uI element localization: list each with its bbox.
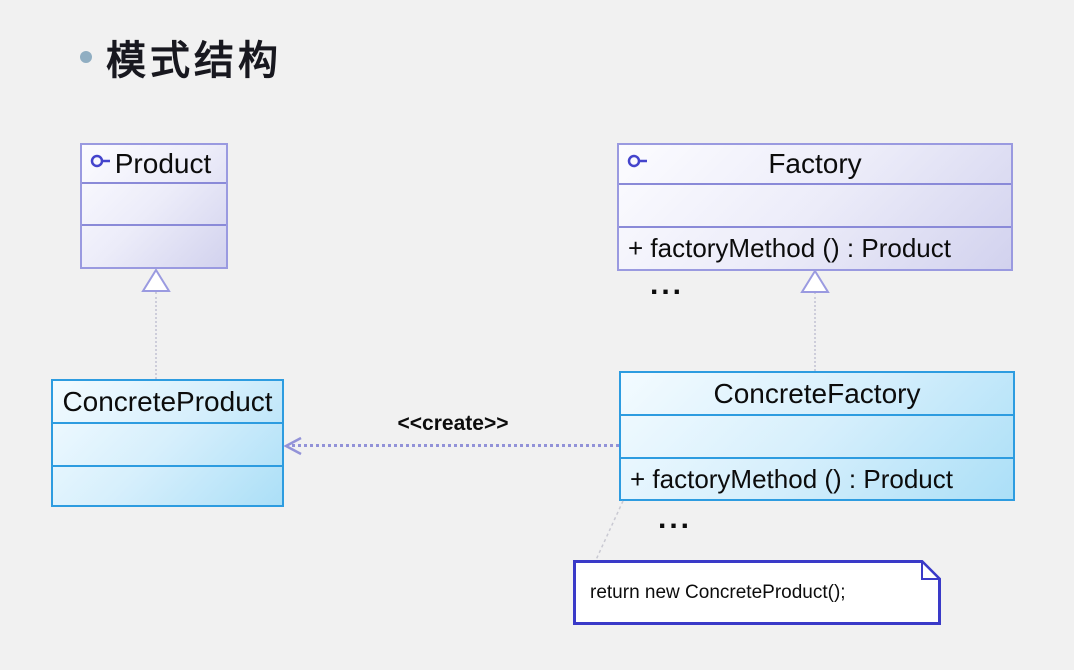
methods-compartment	[53, 465, 282, 505]
methods-compartment	[82, 224, 226, 267]
inheritance-triangle-factory	[800, 269, 830, 293]
inheritance-triangle-product	[141, 268, 171, 292]
class-name: Product	[114, 147, 212, 179]
bullet-icon	[80, 51, 92, 63]
factory-ellipsis: ...	[650, 268, 685, 301]
class-concrete-factory-title-compartment: ConcreteFactory	[621, 373, 1013, 414]
class-name: ConcreteFactory	[713, 377, 921, 409]
concrete-factory-ellipsis: ...	[658, 502, 693, 535]
attributes-compartment	[82, 182, 226, 224]
note-text: return new ConcreteProduct();	[590, 581, 846, 603]
note-outline	[573, 559, 942, 625]
class-name: Factory	[768, 148, 862, 179]
create-dependency-line	[292, 444, 619, 447]
class-concrete-product: ConcreteProduct	[51, 379, 284, 507]
class-product-title-compartment: Product	[82, 145, 226, 182]
create-stereotype-label: <<create>>	[397, 412, 509, 435]
attributes-compartment	[621, 414, 1013, 457]
method-text: + factoryMethod () : Product	[619, 226, 1011, 269]
realization-line-product	[155, 292, 157, 379]
class-factory: Factory + factoryMethod () : Product	[617, 143, 1013, 271]
page-title: 模式结构	[106, 37, 282, 84]
attributes-compartment	[53, 422, 282, 465]
interface-lollipop-icon	[90, 154, 110, 168]
class-product: Product	[80, 143, 228, 269]
open-arrowhead-icon	[283, 436, 302, 456]
attributes-compartment	[619, 183, 1011, 226]
class-name: ConcreteProduct	[62, 385, 273, 417]
interface-lollipop-icon	[627, 154, 647, 168]
realization-line-factory	[814, 292, 816, 371]
class-factory-title-compartment: Factory	[619, 145, 1011, 183]
method-text: + factoryMethod () : Product	[621, 457, 1013, 499]
uml-note: return new ConcreteProduct();	[573, 559, 942, 625]
class-concrete-product-title-compartment: ConcreteProduct	[53, 381, 282, 422]
class-concrete-factory: ConcreteFactory + factoryMethod () : Pro…	[619, 371, 1015, 501]
note-anchor-line	[594, 500, 624, 563]
